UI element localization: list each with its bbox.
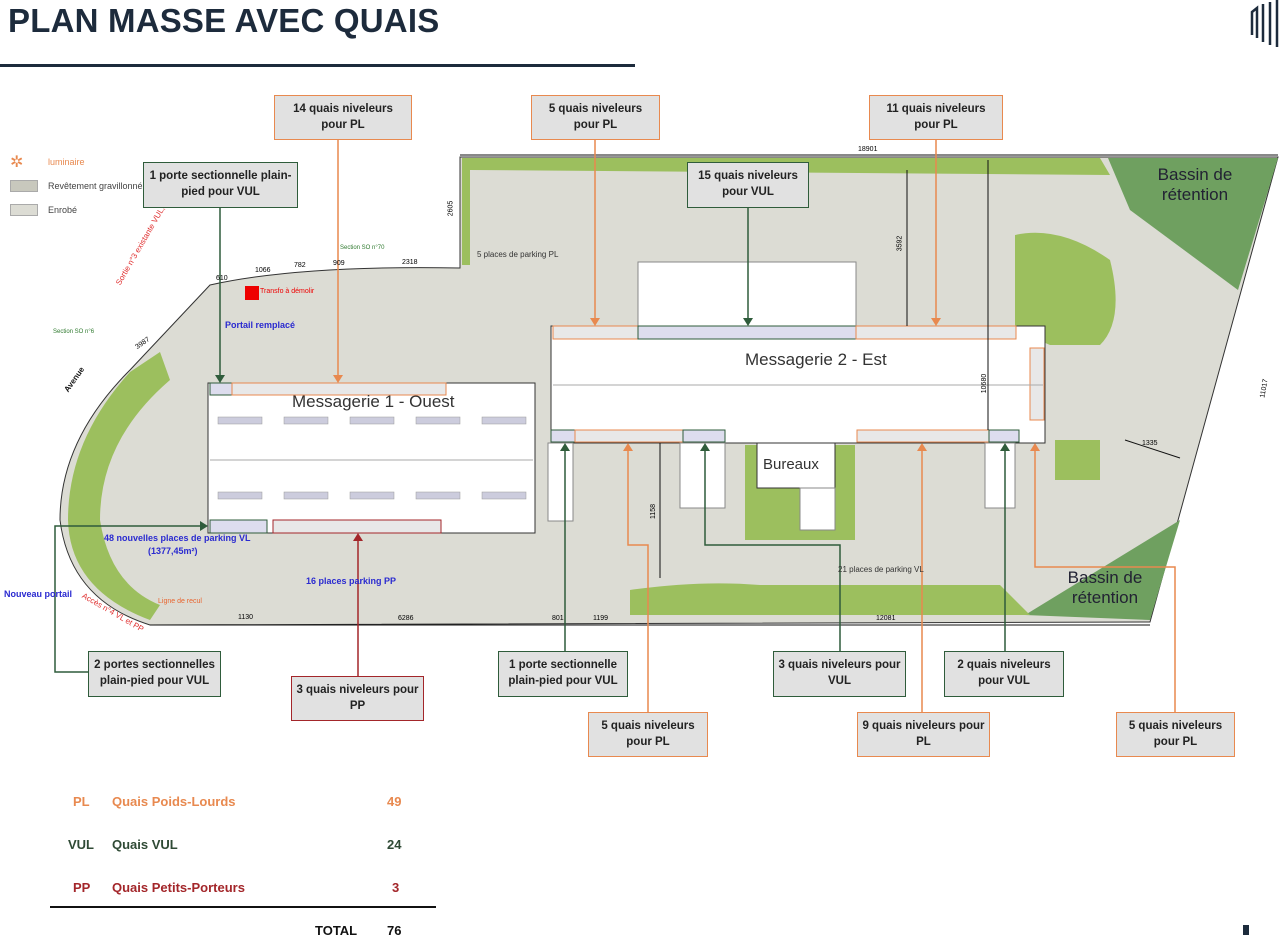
office-label: Bureaux — [763, 456, 819, 473]
green-west-curve — [68, 352, 170, 620]
dim-6286: 6286 — [398, 615, 414, 622]
green-strip-top — [462, 158, 1110, 265]
bassin-top-label: Bassin de rétention — [1157, 165, 1233, 204]
callout-2-portes-vul: 2 portes sectionnelles plain-pied pour V… — [88, 651, 221, 697]
callout-1-porte-vul-east: 1 porte sectionnelle plain-pied pour VUL — [498, 651, 628, 697]
section70-label: Section SO n°70 — [340, 245, 385, 251]
nouveau-portail-label: Nouveau portail — [4, 589, 73, 599]
summary-divider — [50, 906, 436, 908]
callout-15-quais-vul: 15 quais niveleurs pour VUL — [687, 162, 809, 208]
transfo-label: Transfo à démolir — [260, 288, 315, 295]
summary-row-pl: PL Quais Poids-Lourds 49 — [73, 794, 402, 809]
dim-1158: 1158 — [650, 503, 658, 520]
building-west-label: Messagerie 1 - Ouest — [292, 392, 455, 411]
ligne-recul-label: Ligne de recul — [158, 598, 202, 605]
dim-12081: 12081 — [876, 615, 896, 622]
title-underline — [0, 64, 635, 67]
green-island — [1015, 232, 1116, 345]
bassin-top — [1108, 158, 1278, 290]
total-label: TOTAL — [315, 923, 358, 938]
dim-2605: 2605 — [447, 200, 455, 217]
arrowheads — [200, 318, 1040, 541]
dim-801: 801 — [552, 615, 564, 622]
building-office — [756, 442, 836, 489]
callout-5-quais-pl-east: 5 quais niveleurs pour PL — [1116, 712, 1235, 757]
transfo-marker — [245, 286, 259, 300]
callout-11-quais-pl: 11 quais niveleurs pour PL — [869, 95, 1003, 140]
parking-pp-label: 16 places parking PP — [306, 576, 397, 586]
summary-row-pp: PP Quais Petits-Porteurs 3 — [73, 880, 400, 895]
callout-5-quais-pl-north: 5 quais niveleurs pour PL — [531, 95, 660, 140]
dim-10680: 10680 — [981, 373, 989, 394]
bassin-bottom — [1025, 520, 1180, 620]
callout-9-quais-pl: 9 quais niveleurs pour PL — [857, 712, 990, 757]
dim-top: 18901 — [858, 146, 878, 153]
green-strip-bottom — [630, 583, 1030, 615]
dim-1199: 1199 — [593, 615, 609, 622]
dim-909: 909 — [333, 260, 345, 267]
map-legend: ✲luminaire Revêtement gravillonné Enrobé — [10, 154, 143, 216]
parking-vl21-label: 21 places de parking VL — [838, 565, 924, 574]
logo-icon — [1250, 0, 1279, 47]
canopy — [637, 261, 857, 327]
gravel-swatch — [10, 180, 38, 192]
callout-5-quais-pl-south: 5 quais niveleurs pour PL — [588, 712, 708, 757]
corner-mark — [1243, 925, 1249, 935]
parking-vl-label: 48 nouvelles places de parking VL — [104, 533, 251, 543]
dim-610: 610 — [216, 275, 228, 282]
building-west — [207, 382, 536, 534]
enrobe-swatch — [10, 204, 38, 216]
dim-782: 782 — [294, 262, 306, 269]
callout-2-quais-vul: 2 quais niveleurs pour VUL — [944, 651, 1064, 697]
section6-label: Section SO n°6 — [53, 329, 95, 335]
callout-3-quais-vul: 3 quais niveleurs pour VUL — [773, 651, 906, 697]
dim-1066: 1066 — [255, 267, 271, 274]
callout-3-quais-pp: 3 quais niveleurs pour PP — [291, 676, 424, 721]
dim-2318: 2318 — [402, 259, 418, 266]
dim-3592: 3592 — [896, 235, 904, 252]
dim-1335: 1335 — [1142, 440, 1158, 447]
page-title: PLAN MASSE AVEC QUAIS — [8, 2, 440, 39]
dim-1130: 1130 — [238, 614, 254, 621]
callout-14-quais-pl: 14 quais niveleurs pour PL — [274, 95, 412, 140]
luminaire-icon: ✲ — [10, 154, 24, 171]
green-east — [1055, 440, 1100, 480]
building-east-label: Messagerie 2 - Est — [745, 350, 887, 369]
summary-table: PL Quais Poids-Lourds 49 VUL Quais VUL 2… — [50, 790, 436, 938]
total-value: 76 — [387, 923, 402, 938]
bassin-bottom-label: Bassin de rétention — [1067, 568, 1143, 607]
summary-row-vul: VUL Quais VUL 24 — [68, 837, 402, 852]
portail-remplace-label: Portail remplacé — [225, 320, 296, 330]
callout-1-porte-vul-west: 1 porte sectionnelle plain-pied pour VUL — [143, 162, 298, 208]
parking-vl-area: (1377,45m²) — [148, 546, 198, 556]
parking-pl-label: 5 places de parking PL — [477, 250, 559, 259]
